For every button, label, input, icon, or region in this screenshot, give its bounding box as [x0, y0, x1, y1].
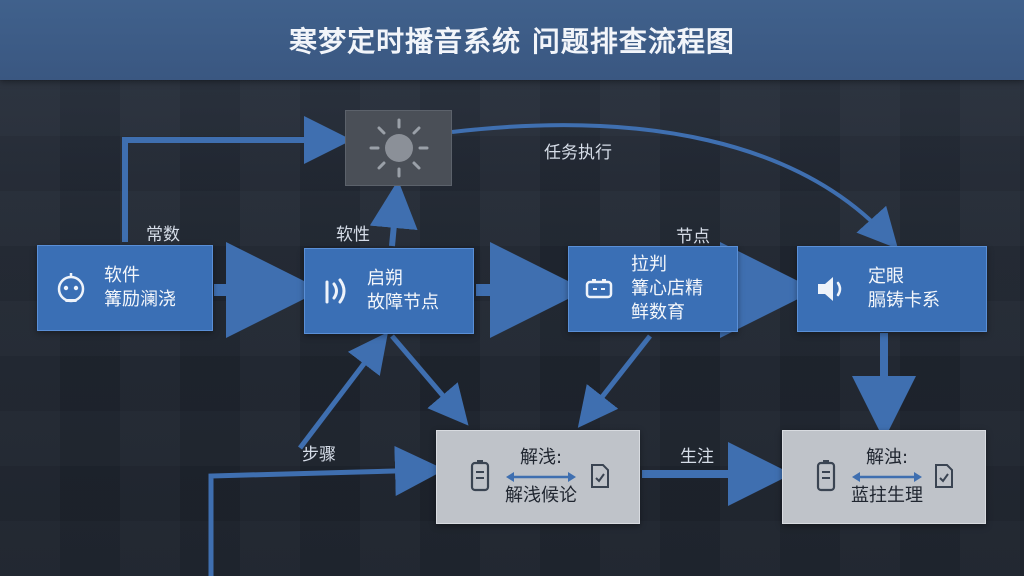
- label-jiedian: 节点: [676, 227, 710, 247]
- arrow-n2-to-g1: [390, 334, 469, 426]
- label-shengzhu: 生注: [680, 447, 714, 467]
- robot-icon: [38, 271, 104, 305]
- node-check-line2: 篝心店精: [631, 278, 703, 299]
- battery-icon: [469, 459, 491, 493]
- node-check-line3: 鲜数育: [631, 302, 685, 323]
- node-solution-1[interactable]: 解浅: 解浅候论: [436, 430, 640, 524]
- signal-icon: [305, 274, 367, 308]
- node-software[interactable]: 软件 篝励澜浇: [37, 245, 213, 331]
- arrow-loop-to-g1: [208, 445, 445, 576]
- label-ruanxing: 软性: [336, 225, 370, 245]
- double-arrow-icon: [852, 472, 922, 482]
- node-fault-line2: 故障节点: [367, 292, 439, 313]
- page-title: 寒梦定时播音系统 问题排查流程图: [289, 25, 735, 58]
- node-solution-2-line2: 蓝拄生理: [851, 485, 923, 506]
- node-fault[interactable]: 启朔 故障节点: [304, 248, 474, 334]
- battery-icon: [569, 277, 631, 301]
- node-speaker-line2: 膈铸卡系: [868, 290, 940, 311]
- node-check[interactable]: 拉判 篝心店精 鲜数育: [568, 246, 738, 332]
- file-icon: [589, 463, 611, 489]
- node-solution-1-line2: 解浅候论: [505, 485, 577, 506]
- sun-icon: [369, 118, 428, 178]
- arrow-sun-to-n4: [451, 123, 899, 249]
- node-solution-2[interactable]: 解浊: 蓝拄生理: [782, 430, 986, 524]
- node-solution-2-line1: 解浊:: [865, 447, 909, 468]
- node-check-line1: 拉判: [631, 254, 667, 275]
- battery-icon: [815, 459, 837, 493]
- node-speaker-line1: 定眼: [868, 266, 904, 287]
- label-renwu: 任务执行: [544, 143, 612, 163]
- arrow-step-to-n2: [298, 332, 389, 450]
- sun-node[interactable]: [345, 110, 452, 186]
- speaker-icon: [798, 273, 868, 305]
- label-buzhou: 步骤: [302, 445, 336, 465]
- title-bar: [0, 0, 1024, 80]
- double-arrow-icon: [506, 472, 576, 482]
- file-icon: [933, 463, 955, 489]
- node-speaker[interactable]: 定眼 膈铸卡系: [797, 246, 987, 332]
- arrow-n2-to-sun: [369, 180, 418, 247]
- node-software-line2: 篝励澜浇: [104, 289, 176, 310]
- node-solution-1-line1: 解浅:: [519, 447, 563, 468]
- arrow-n3-to-g1: [577, 334, 652, 428]
- node-software-line1: 软件: [104, 265, 140, 286]
- arrow-n1-to-sun: [122, 116, 352, 242]
- label-changshu: 常数: [146, 225, 180, 245]
- node-fault-line1: 启朔: [367, 268, 403, 289]
